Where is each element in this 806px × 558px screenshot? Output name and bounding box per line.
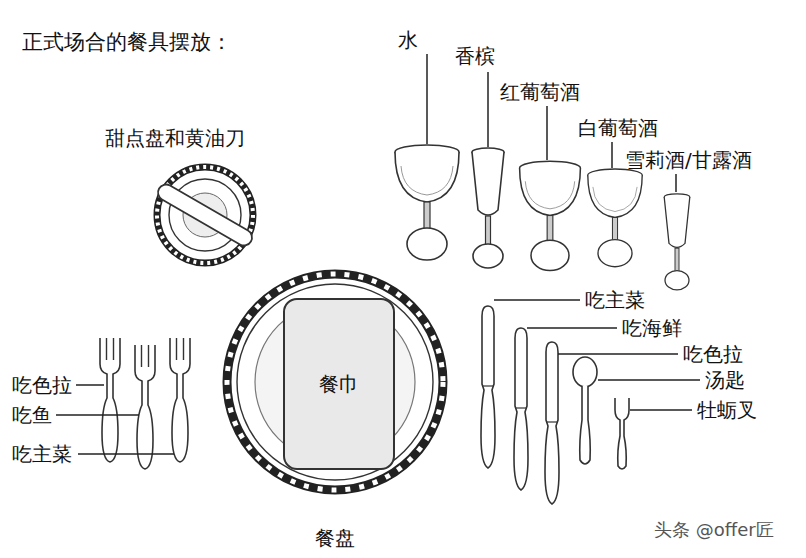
oyster-fork: [615, 398, 629, 469]
item-label: 牡蛎叉: [697, 398, 757, 422]
item-label: 吃主菜: [12, 442, 72, 466]
node-text: 餐巾: [319, 371, 359, 398]
item-label: 香槟: [455, 44, 495, 68]
item-label: 甜点盘和黄油刀: [105, 126, 245, 150]
item-label: 水: [398, 28, 418, 52]
item-label: 餐盘: [315, 526, 355, 550]
item-label: 吃鱼: [12, 403, 52, 427]
item-label: 吃主菜: [585, 288, 645, 312]
item-label: 雪莉酒/甘露酒: [625, 148, 752, 172]
item-label: 吃色拉: [683, 342, 743, 366]
item-label: 吃色拉: [12, 373, 72, 397]
item-label: 红葡萄酒: [500, 80, 580, 104]
item-label: 白葡萄酒: [578, 116, 658, 140]
soup-spoon: [573, 357, 597, 464]
watermark: 头条 @offer匠: [654, 518, 774, 542]
diagram-title: 正式场合的餐具摆放：: [22, 30, 232, 54]
napkin: 餐巾: [283, 298, 395, 470]
item-label: 汤匙: [705, 368, 745, 392]
item-label: 吃海鲜: [622, 316, 682, 340]
